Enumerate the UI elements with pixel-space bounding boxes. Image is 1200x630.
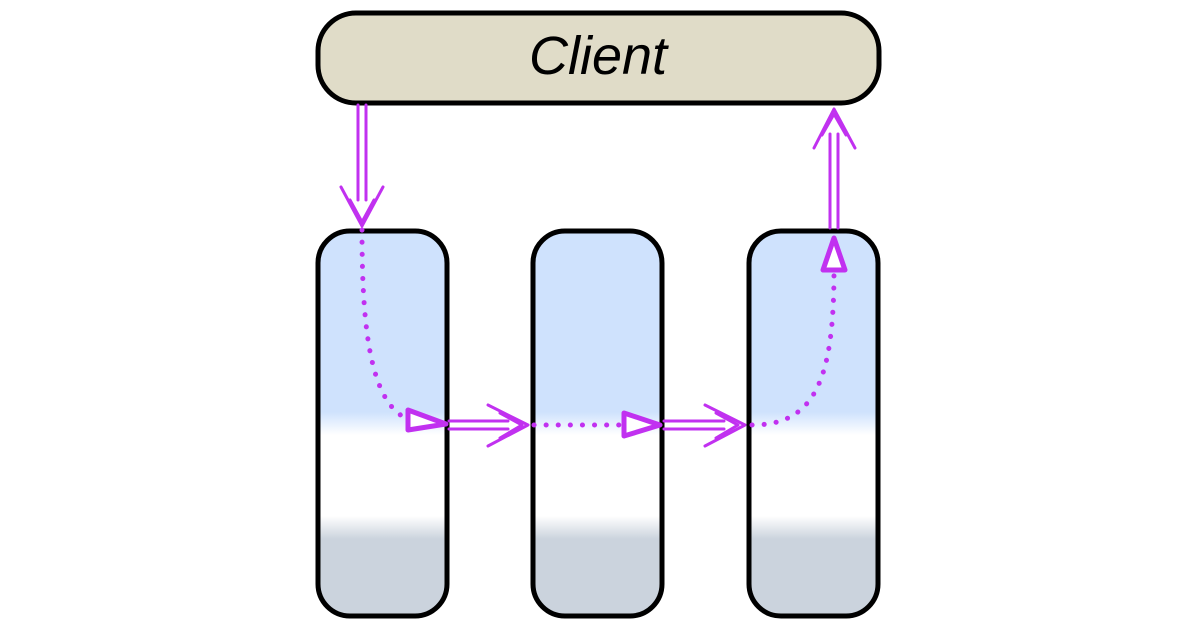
server-box-3[interactable] [746,228,881,619]
client-box-shape [315,10,882,106]
forward-arrow-2-icon [662,403,747,448]
internal-flow-2-icon [531,410,663,439]
client-box[interactable]: Client [315,10,882,106]
client-label: Client [529,26,669,86]
response-arrow-icon [812,107,857,230]
forward-arrow-1-icon [447,403,530,448]
server-box-3-shape [746,228,881,619]
internal-flow-1-icon [359,227,449,433]
request-arrow-icon [339,103,385,228]
internal-flow-3-icon [749,235,848,428]
